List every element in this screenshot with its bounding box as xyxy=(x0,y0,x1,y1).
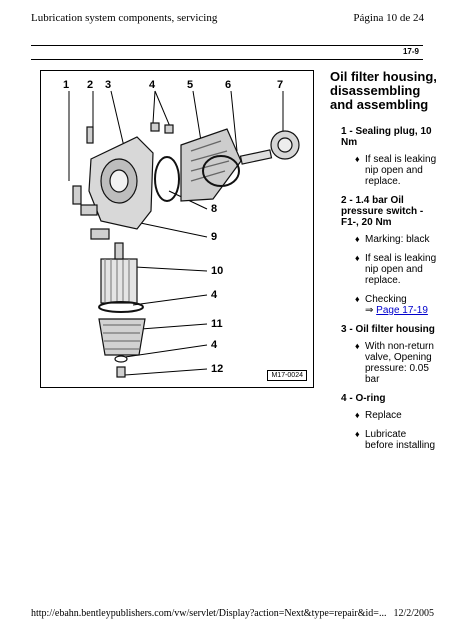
arrow-icon: ⇒ xyxy=(365,305,374,316)
figure-code: M17-0024 xyxy=(267,370,307,381)
callout-9: 9 xyxy=(211,231,218,243)
diamond-bullet-icon: ♦ xyxy=(355,341,360,351)
header-rule xyxy=(31,45,423,46)
page-indicator: Página 10 de 24 xyxy=(353,12,424,24)
page-link[interactable]: Page 17-19 xyxy=(376,305,428,316)
section-title: Oil filter housing, disassembling and as… xyxy=(330,70,437,112)
diamond-bullet-icon: ♦ xyxy=(355,253,360,263)
callout-10: 10 xyxy=(211,265,224,277)
list-item: ♦ With non-return valve, Opening pressur… xyxy=(355,341,434,385)
oil-filter-housing-illustration xyxy=(68,90,300,378)
callout-2: 2 xyxy=(87,79,94,91)
item-heading: 4 - O-ring xyxy=(341,393,386,404)
exploded-diagram: 1 2 3 4 5 6 7 8 9 10 4 11 4 12 M17-0024 xyxy=(40,70,314,388)
callout-6: 6 xyxy=(225,79,232,91)
list-item: ♦ If seal is leaking nip open and replac… xyxy=(355,154,437,187)
callout-4-b: 4 xyxy=(211,339,218,351)
diamond-bullet-icon: ♦ xyxy=(355,429,360,439)
procedure-text: Oil filter housing, disassembling and as… xyxy=(327,70,437,600)
item-heading: 1 - Sealing plug, 10 Nm xyxy=(341,126,432,148)
callout-4-top: 4 xyxy=(149,79,156,91)
section-rule xyxy=(31,59,423,60)
diamond-bullet-icon: ♦ xyxy=(355,154,360,164)
list-item: ♦ If seal is leaking nip open and replac… xyxy=(355,253,437,286)
list-item: ♦ Marking: black xyxy=(355,234,430,245)
callout-5: 5 xyxy=(187,79,194,91)
footer-url[interactable]: http://ebahn.bentleypublishers.com/vw/se… xyxy=(31,608,387,619)
callout-4-a: 4 xyxy=(211,289,218,301)
diamond-bullet-icon: ♦ xyxy=(355,410,360,420)
callout-7: 7 xyxy=(277,79,284,91)
section-number: 17-9 xyxy=(402,47,419,56)
item-heading: 3 - Oil filter housing xyxy=(341,324,435,335)
callout-11: 11 xyxy=(211,318,223,330)
list-item: ♦ Lubricate before installing xyxy=(355,429,436,451)
callout-1: 1 xyxy=(63,79,70,91)
header-title: Lubrication system components, servicing xyxy=(31,12,218,24)
diamond-bullet-icon: ♦ xyxy=(355,294,360,304)
callout-12: 12 xyxy=(211,363,224,375)
diamond-bullet-icon: ♦ xyxy=(355,234,360,244)
footer-date: 12/2/2005 xyxy=(393,608,434,619)
list-item: ♦ Replace xyxy=(355,410,402,421)
list-item: ♦ Checking ⇒ Page 17-19 xyxy=(355,294,428,316)
callout-8: 8 xyxy=(211,203,218,215)
item-heading: 2 - 1.4 bar Oil pressure switch - F1-, 2… xyxy=(341,195,424,228)
callout-3: 3 xyxy=(105,79,112,91)
